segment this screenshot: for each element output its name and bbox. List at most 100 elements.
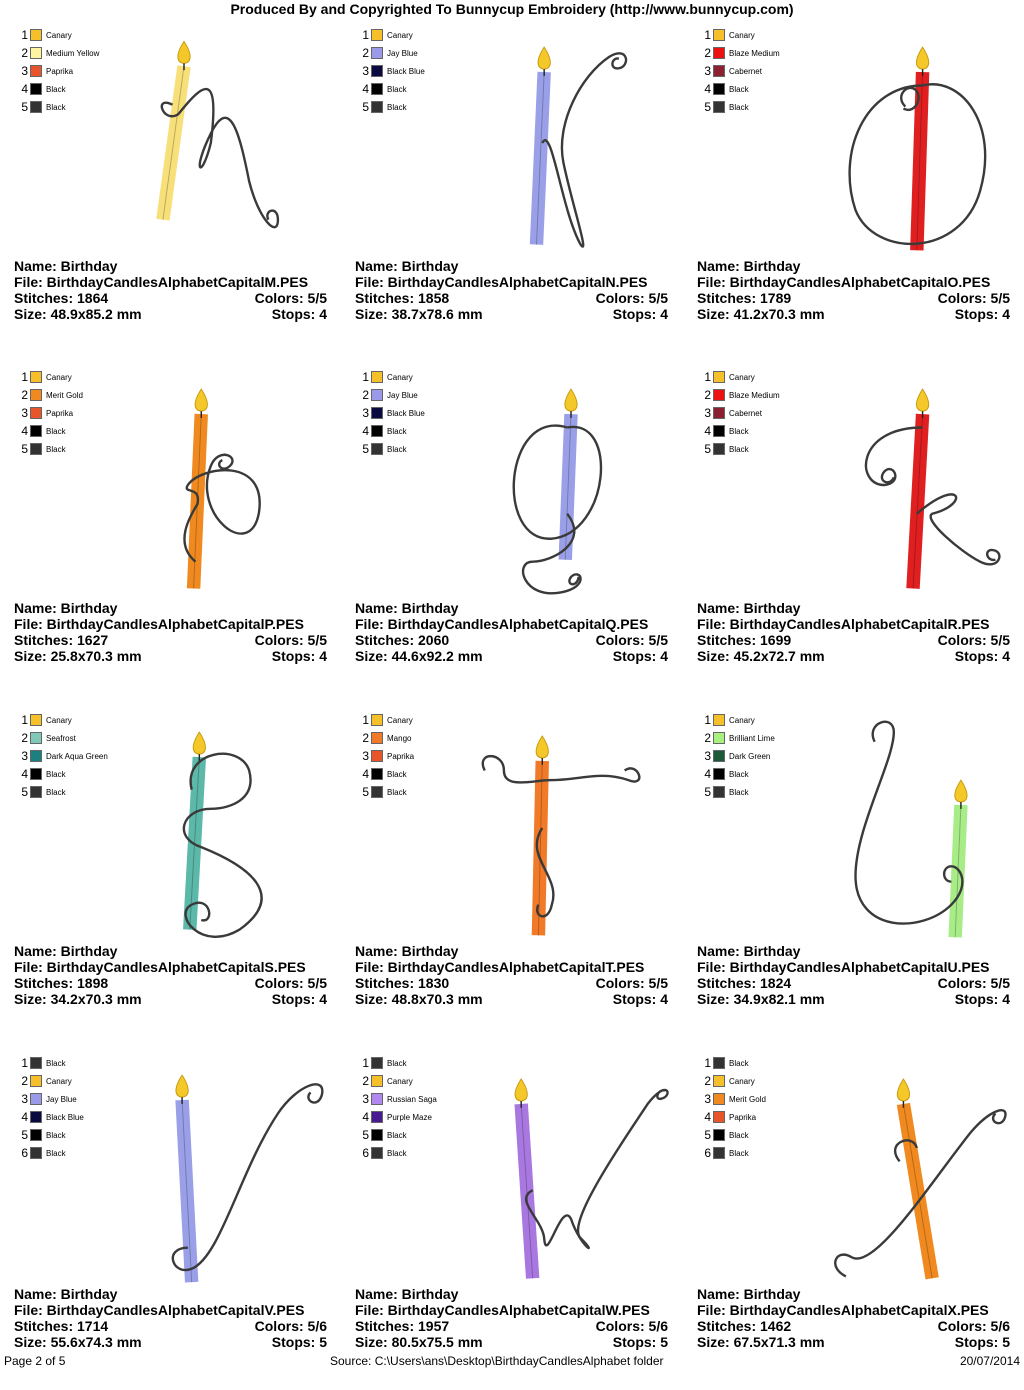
- color-count: Colors: 5/5: [254, 632, 327, 648]
- design-size: Size: 48.9x85.2 mm: [14, 306, 142, 322]
- legend-number: 3: [362, 406, 369, 420]
- stop-count: Stops: 4: [271, 648, 327, 664]
- color-swatch: [30, 714, 42, 726]
- thread-name: Canary: [387, 715, 413, 725]
- candle-body: [175, 1099, 199, 1283]
- thread-name: Cabernet: [729, 66, 762, 76]
- color-count: Colors: 5/6: [937, 1318, 1010, 1334]
- color-swatch: [713, 1093, 725, 1105]
- thread-name: Black: [387, 1148, 407, 1158]
- thread-name: Merit Gold: [46, 390, 83, 400]
- legend-number: 3: [21, 64, 28, 78]
- candle-letter-artwork: [156, 40, 280, 229]
- design-name: Name: Birthday: [697, 1286, 801, 1302]
- candle-letter-artwork: [848, 46, 987, 251]
- color-swatch: [713, 750, 725, 762]
- flame-icon: [514, 1078, 528, 1102]
- color-swatch: [30, 1147, 42, 1159]
- legend-number: 3: [21, 406, 28, 420]
- color-swatch: [371, 407, 383, 419]
- stitch-count: Stitches: 1462: [697, 1318, 792, 1334]
- color-swatch: [713, 443, 725, 455]
- color-swatch: [713, 1075, 725, 1087]
- stitch-count: Stitches: 1627: [14, 632, 109, 648]
- legend-number: 3: [362, 1092, 369, 1106]
- legend-number: 1: [362, 713, 369, 727]
- legend-number: 1: [704, 1056, 711, 1070]
- flame-icon: [564, 388, 578, 412]
- color-swatch: [30, 1075, 42, 1087]
- flame-icon: [194, 388, 208, 412]
- thread-name: Black: [387, 444, 407, 454]
- design-file: File: BirthdayCandlesAlphabetCapitalM.PE…: [14, 274, 309, 290]
- print-date: 20/07/2014: [959, 1354, 1020, 1368]
- color-swatch: [713, 1147, 725, 1159]
- thread-name: Paprika: [387, 751, 415, 761]
- thread-name: Black: [46, 1130, 66, 1140]
- thread-name: Canary: [387, 30, 413, 40]
- legend-number: 1: [362, 370, 369, 384]
- thread-name: Black: [46, 769, 66, 779]
- swirl-flourish: [171, 1083, 324, 1272]
- color-swatch: [713, 714, 725, 726]
- legend-number: 3: [704, 406, 711, 420]
- thread-name: Canary: [729, 715, 755, 725]
- color-count: Colors: 5/5: [595, 975, 668, 991]
- stitch-count: Stitches: 1699: [697, 632, 792, 648]
- page-header: Produced By and Copyrighted To Bunnycup …: [230, 1, 794, 17]
- legend-number: 4: [704, 424, 711, 438]
- color-swatch: [371, 1075, 383, 1087]
- thread-name: Black: [387, 1130, 407, 1140]
- design-file: File: BirthdayCandlesAlphabetCapitalX.PE…: [697, 1302, 989, 1318]
- legend-number: 2: [21, 388, 28, 402]
- legend-number: 3: [704, 749, 711, 763]
- legend-number: 5: [362, 785, 369, 799]
- stop-count: Stops: 4: [612, 991, 668, 1007]
- thread-name: Blaze Medium: [729, 390, 780, 400]
- legend-number: 1: [21, 28, 28, 42]
- candle-stitch-line: [912, 414, 924, 589]
- design-size: Size: 25.8x70.3 mm: [14, 648, 142, 664]
- thread-name: Jay Blue: [387, 48, 418, 58]
- color-swatch: [30, 1093, 42, 1105]
- thread-name: Dark Aqua Green: [46, 751, 108, 761]
- color-swatch: [713, 1129, 725, 1141]
- flame-icon: [915, 46, 930, 70]
- candle-letter-artwork: [512, 388, 603, 595]
- candle-body: [906, 413, 930, 589]
- thread-name: Black: [46, 426, 66, 436]
- thread-name: Black: [729, 787, 749, 797]
- thread-name: Canary: [46, 30, 72, 40]
- legend-number: 3: [704, 1092, 711, 1106]
- design-file: File: BirthdayCandlesAlphabetCapitalT.PE…: [355, 959, 645, 975]
- thread-name: Black: [387, 426, 407, 436]
- candle-body: [529, 71, 551, 245]
- color-swatch: [713, 1111, 725, 1123]
- thread-name: Black Blue: [387, 66, 425, 76]
- legend-number: 2: [21, 731, 28, 745]
- thread-name: Black: [387, 769, 407, 779]
- swirl-flourish: [541, 52, 628, 248]
- legend-number: 5: [21, 100, 28, 114]
